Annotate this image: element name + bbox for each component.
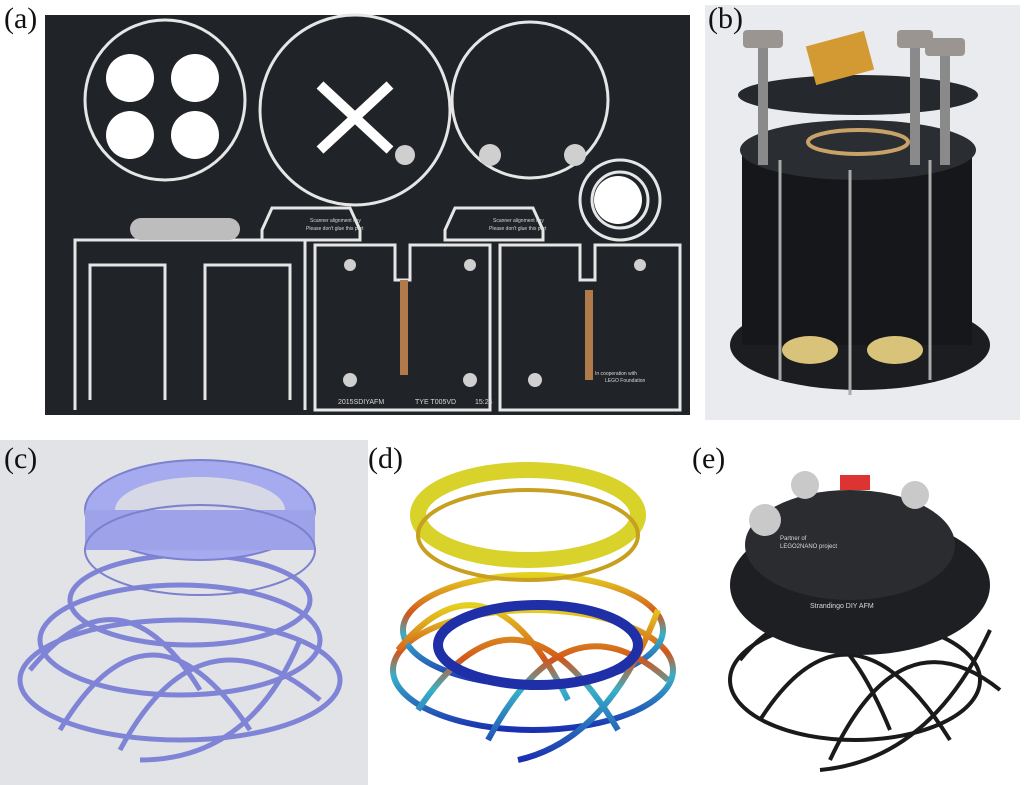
alignment-key-text-3: Scanner alignment key [493, 218, 544, 224]
panel-a-pcb-photo: (a) Scanner alignment key Please don't g… [0, 0, 700, 425]
panel-b-assembled-afm-photo: (b) [700, 0, 1025, 425]
board-code-text: TYE T005VD [415, 399, 456, 406]
panel-label-a: (a) [4, 2, 38, 35]
panel-e-printed-afm-photo: Partner of LEGO2NANO project Strandingo … [690, 440, 1025, 785]
device-name-text: Strandingo DIY AFM [810, 603, 874, 610]
printed-afm-image: Partner of LEGO2NANO project Strandingo … [728, 471, 1002, 772]
pcb-board-image: Scanner alignment key Please don't glue … [45, 13, 690, 415]
alignment-key-text-2: Please don't glue this part [306, 226, 364, 232]
panel-label-c: (c) [4, 442, 38, 475]
panel-label-d: (d) [368, 442, 403, 475]
alignment-key-text-1: Scanner alignment key [310, 218, 361, 224]
partner-text-1: Partner of [780, 536, 807, 542]
alignment-key-text-4: Please don't glue this part [489, 226, 547, 232]
board-mark-text: 15:24 [475, 399, 493, 406]
coop-text-1: In cooperation with [595, 371, 637, 377]
assembled-afm-image [705, 5, 1020, 420]
cad-spring-render [0, 440, 368, 785]
fea-stress-render [390, 462, 676, 763]
partner-text-2: LEGO2NANO project [780, 544, 837, 550]
board-id-text: 2015SDIYAFM [338, 399, 384, 406]
panel-d-fea-simulation: (d) [368, 440, 690, 785]
coop-text-2: LEGO Foundation [605, 378, 646, 384]
panel-label-e: (e) [692, 442, 726, 475]
panel-label-b: (b) [708, 2, 743, 35]
panel-c-cad-render: (c) [0, 440, 368, 785]
